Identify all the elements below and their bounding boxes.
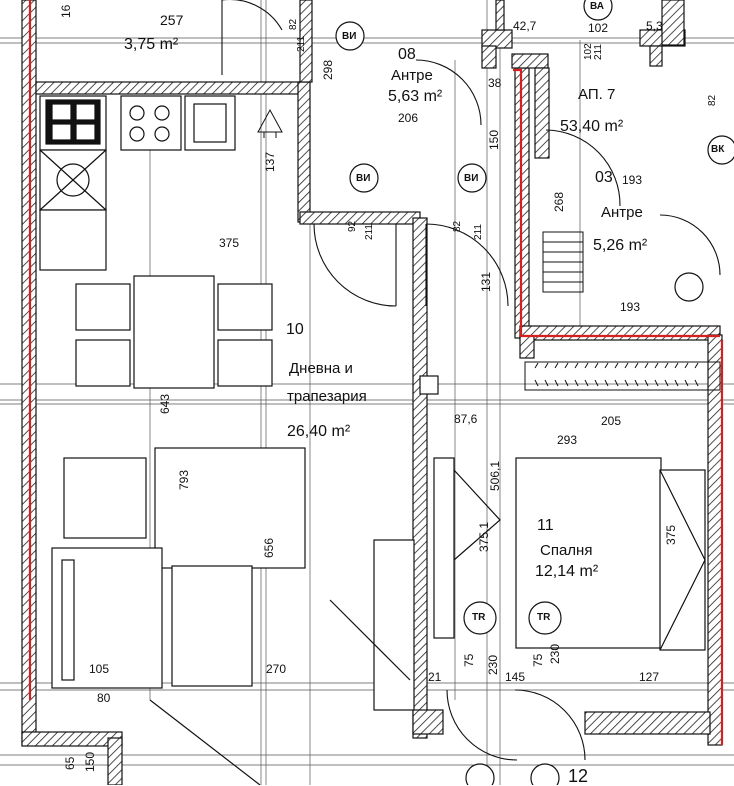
- room-03-name: Антре: [601, 204, 643, 221]
- vk-tag: ВК: [711, 144, 725, 155]
- dim-193-b: 193: [620, 300, 641, 314]
- dim-82-b: 82: [707, 94, 718, 106]
- dim-38: 38: [488, 76, 502, 90]
- tr-tag-2: TR: [537, 612, 551, 623]
- room-10-name-line1: Дневна и: [289, 360, 353, 377]
- room-03-area: 5,26 m²: [593, 237, 648, 254]
- dim-65: 65: [63, 756, 77, 770]
- kitchen-units: [39, 95, 236, 271]
- room-10-number: 10: [286, 321, 304, 338]
- dim-293: 293: [557, 433, 578, 447]
- dim-92: 92: [347, 220, 358, 232]
- dim-102: 102: [588, 21, 609, 35]
- apartment-area: 53,40 m²: [560, 118, 624, 135]
- dim-131: 131: [479, 271, 493, 292]
- dim-80: 80: [97, 691, 111, 705]
- top-left-room-area: 3,75 m²: [124, 36, 179, 53]
- shower-icon: [257, 108, 283, 138]
- dim-150: 150: [487, 129, 501, 150]
- dim-375: 375: [219, 236, 240, 250]
- vi-tag-3: ВИ: [464, 173, 479, 184]
- va-tag: ВА: [590, 1, 604, 12]
- dim-16: 16: [59, 4, 73, 18]
- dim-105: 105: [89, 662, 110, 676]
- dim-211-c: 211: [473, 224, 484, 240]
- dim-82-c: 82: [452, 220, 463, 232]
- dim-211-b: 211: [364, 224, 375, 240]
- tr-tag-1: TR: [472, 612, 486, 623]
- dim-87-6: 87,6: [454, 412, 478, 426]
- room-08-number: 08: [398, 46, 416, 63]
- dim-230-a: 230: [486, 654, 500, 675]
- dim-211-a: 211: [296, 36, 307, 52]
- living-furniture: [51, 447, 415, 785]
- dim-230-b: 230: [548, 643, 562, 664]
- dim-75-a: 75: [462, 653, 476, 667]
- room-10-area: 26,40 m²: [287, 423, 351, 440]
- room-08-name: Антре: [391, 67, 433, 84]
- dim-193-a: 193: [622, 173, 643, 187]
- dim-298: 298: [321, 59, 335, 80]
- wardrobe: [524, 231, 721, 391]
- room-11-number: 11: [537, 517, 554, 534]
- room-11-area: 12,14 m²: [535, 563, 599, 580]
- apartment-label: АП. 7: [578, 86, 616, 103]
- dim-375-1: 375,1: [477, 521, 491, 552]
- dim-127: 127: [639, 670, 660, 684]
- dim-375-right: 375: [664, 524, 678, 545]
- vi-tag-1: ВИ: [342, 31, 357, 42]
- room-10-name-line2: трапезария: [287, 388, 367, 405]
- dim-150-b: 150: [83, 751, 97, 772]
- room-11-name: Спалня: [540, 542, 593, 559]
- vi-tag-2: ВИ: [356, 173, 371, 184]
- dim-5-3: 5,3: [646, 19, 663, 33]
- dim-145: 145: [505, 670, 526, 684]
- dim-206: 206: [398, 111, 419, 125]
- room-12-number: 12: [568, 766, 589, 786]
- dim-137: 137: [263, 151, 277, 172]
- dining-table: [75, 275, 273, 389]
- pipe-markers: [335, 0, 734, 785]
- dim-211-v: 211: [593, 44, 604, 60]
- dim-643: 643: [158, 393, 172, 414]
- dim-506-1: 506,1: [488, 460, 502, 491]
- dim-793: 793: [177, 469, 191, 490]
- door-swings: [221, 0, 721, 761]
- room-03-number: 03: [595, 169, 613, 186]
- red-wall-outline: [28, 0, 724, 745]
- dim-75-b: 75: [531, 653, 545, 667]
- dim-270: 270: [266, 662, 287, 676]
- bedroom-furniture: [433, 457, 706, 651]
- dim-42-7: 42,7: [513, 19, 537, 33]
- dim-268: 268: [552, 191, 566, 212]
- walls: [21, 0, 723, 785]
- dim-205: 205: [601, 414, 622, 428]
- top-left-dimension: 257: [160, 12, 184, 28]
- dim-21: 21: [428, 670, 442, 684]
- dim-82-a: 82: [288, 18, 299, 30]
- room-08-area: 5,63 m²: [388, 88, 443, 105]
- dim-656: 656: [262, 537, 276, 558]
